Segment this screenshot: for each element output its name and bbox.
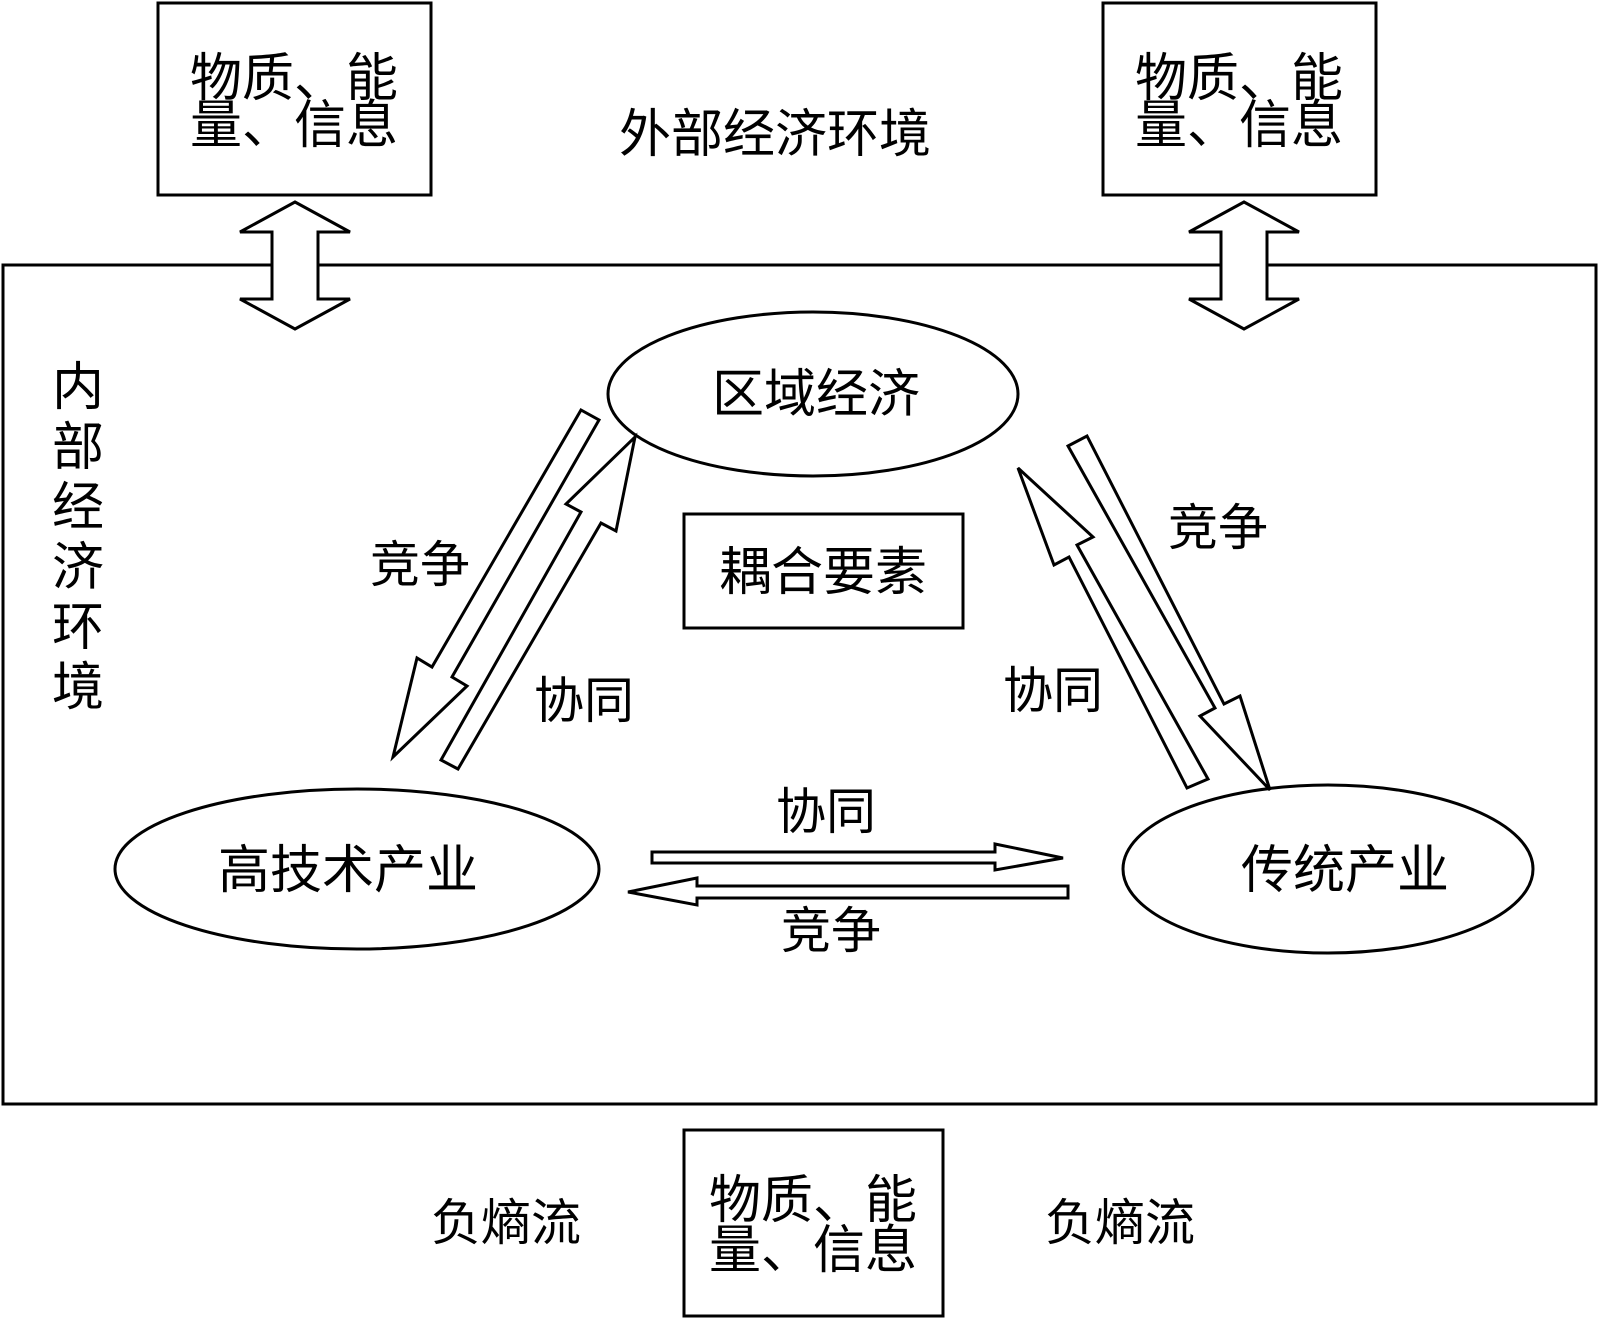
resource-box-top-right	[1101, 1, 1378, 197]
internal-environment-char-5: 环	[52, 598, 104, 658]
coupling-factors-label: 耦合要素	[719, 543, 927, 603]
exchange-arrow-left	[239, 200, 351, 331]
arrow-traditional-to-regional-synergy	[1016, 466, 1211, 790]
label-synergy-left: 协同	[534, 672, 634, 730]
node-regional-economy	[606, 310, 1020, 478]
resource-box-top-right-line1: 物质、能	[1135, 49, 1343, 109]
node-traditional-industry	[1121, 783, 1535, 955]
resource-box-bottom-line2: 量、信息	[709, 1221, 917, 1281]
internal-environment-char-1: 内	[52, 358, 104, 418]
arrow-hightech-to-traditional-synergy	[650, 842, 1064, 872]
label-competition-right: 竞争	[1168, 499, 1268, 557]
negative-entropy-flow-right: 负熵流	[1045, 1194, 1195, 1252]
internal-environment-char-3: 经	[52, 478, 104, 538]
internal-environment-char-6: 境	[52, 658, 104, 718]
node-high-tech-industry-label: 高技术产业	[218, 841, 478, 901]
label-competition-left: 竞争	[370, 536, 470, 594]
resource-box-top-left-line1: 物质、能	[190, 49, 398, 109]
internal-environment-char-4: 济	[52, 538, 104, 598]
arrow-hightech-to-regional-synergy	[438, 432, 638, 772]
label-synergy-right: 协同	[1003, 662, 1103, 720]
resource-box-bottom	[682, 1128, 945, 1318]
negative-entropy-flow-left: 负熵流	[431, 1194, 581, 1252]
internal-environment-char-2: 部	[52, 418, 104, 478]
resource-box-top-left-line2: 量、信息	[190, 96, 398, 156]
resource-box-top-right-line2: 量、信息	[1135, 96, 1343, 156]
label-competition-bottom: 竞争	[781, 902, 881, 960]
arrow-regional-to-hightech-competition	[390, 407, 602, 762]
external-environment-label: 外部经济环境	[619, 105, 931, 165]
arrow-regional-to-traditional-competition	[1065, 433, 1272, 792]
node-high-tech-industry	[113, 787, 601, 951]
exchange-arrow-right	[1188, 200, 1300, 331]
resource-box-top-left	[156, 1, 433, 197]
resource-box-bottom-line1: 物质、能	[709, 1171, 917, 1231]
node-traditional-industry-label: 传统产业	[1241, 841, 1449, 901]
label-synergy-bottom: 协同	[776, 783, 876, 841]
node-regional-economy-label: 区域经济	[712, 365, 920, 425]
coupling-factors-box	[682, 512, 965, 630]
arrow-traditional-to-hightech-competition	[627, 876, 1070, 907]
